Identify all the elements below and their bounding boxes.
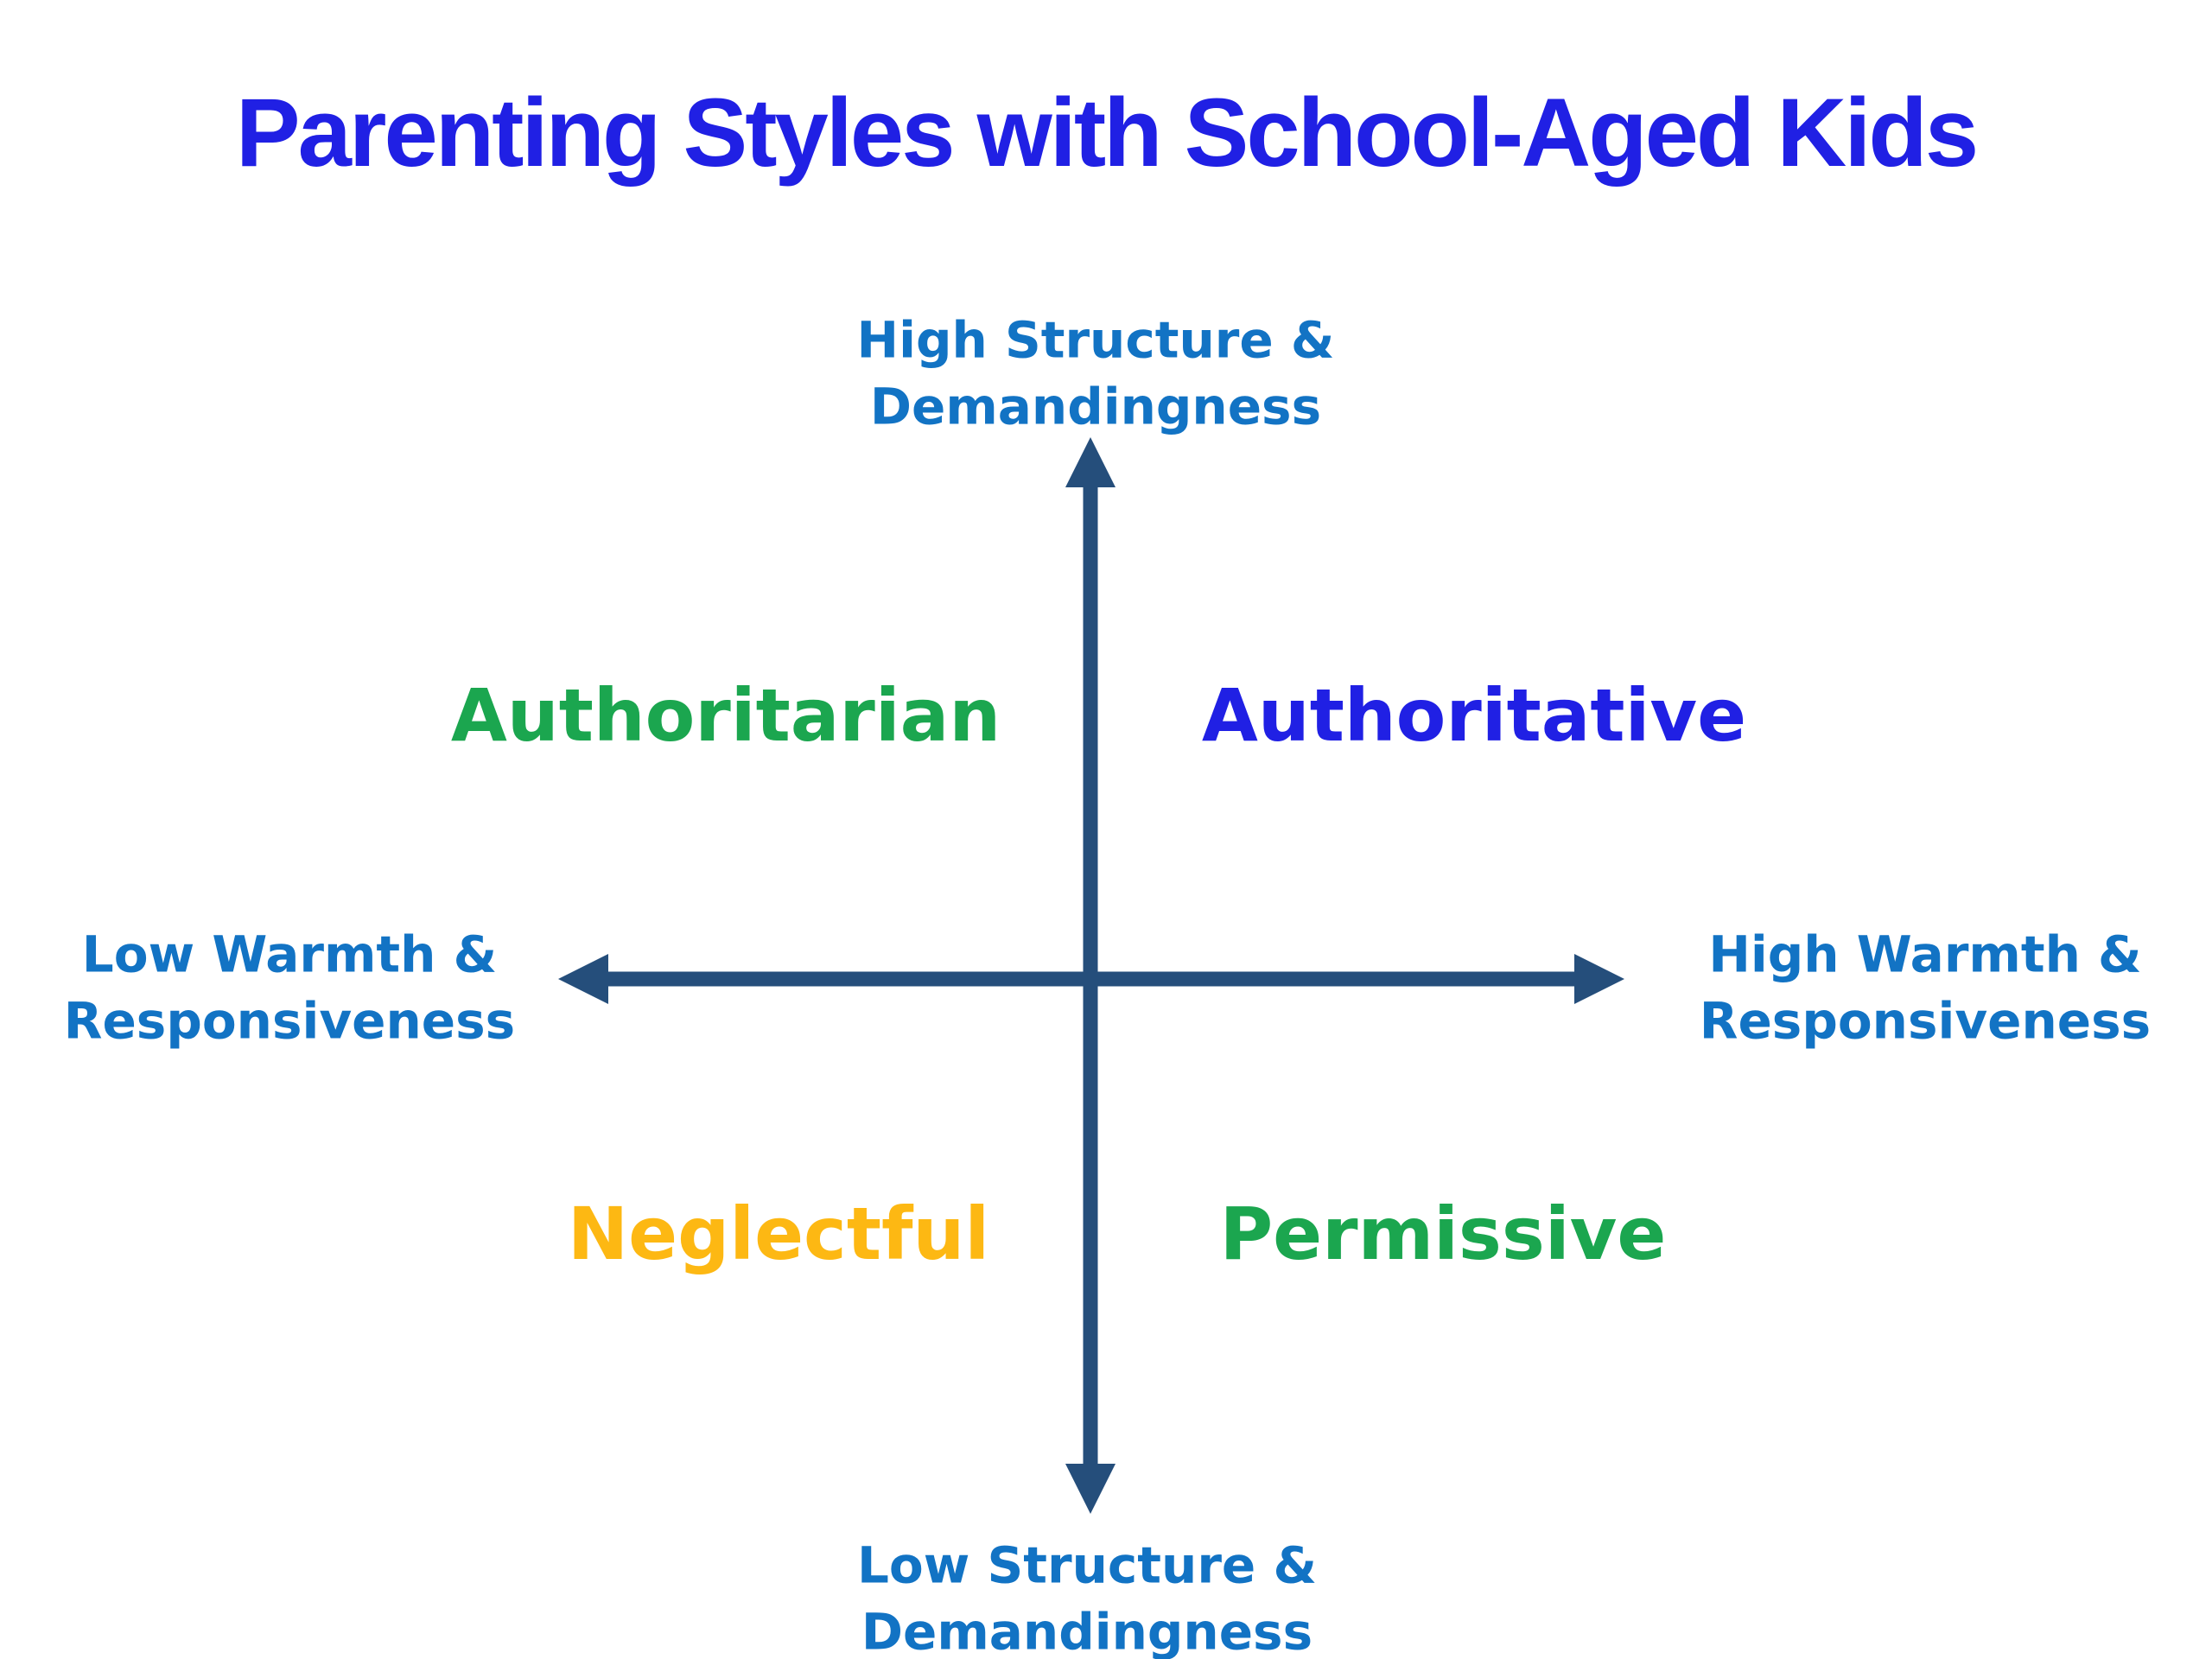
axis-label-high-warmth: High Warmth & Responsiveness	[1700, 921, 2151, 1053]
arrowhead-right-icon	[1574, 954, 1624, 1004]
quadrant-label-authoritarian: Authoritarian	[450, 673, 1001, 758]
axis-label-line: Responsiveness	[63, 991, 516, 1050]
axis-label-low-structure: Low Structure & Demandingness	[857, 1532, 1317, 1659]
arrowhead-left-icon	[558, 954, 608, 1004]
quadrant-label-permissive: Permissive	[1219, 1192, 1667, 1276]
axis-label-line: Responsiveness	[1699, 991, 2152, 1050]
page-title: Parenting Styles with School-Aged Kids	[235, 79, 1979, 187]
axis-label-line: Demandingness	[869, 377, 1322, 435]
arrowhead-down-icon	[1065, 1464, 1116, 1514]
axis-label-low-warmth: Low Warmth & Responsiveness	[64, 921, 515, 1053]
quadrant-label-authoritative: Authoritative	[1201, 673, 1747, 758]
axis-label-line: Low Structure &	[856, 1535, 1318, 1595]
axis-label-line: High Warmth &	[1708, 925, 2142, 984]
axis-label-line: Low Warmth &	[81, 925, 498, 984]
axis-label-line: High Structure &	[856, 310, 1335, 370]
arrowhead-up-icon	[1065, 437, 1116, 487]
axis-label-line: Demandingness	[861, 1602, 1313, 1659]
quadrant-label-neglectful: Neglectful	[567, 1192, 990, 1276]
axis-label-high-structure: High Structure & Demandingness	[857, 307, 1335, 439]
